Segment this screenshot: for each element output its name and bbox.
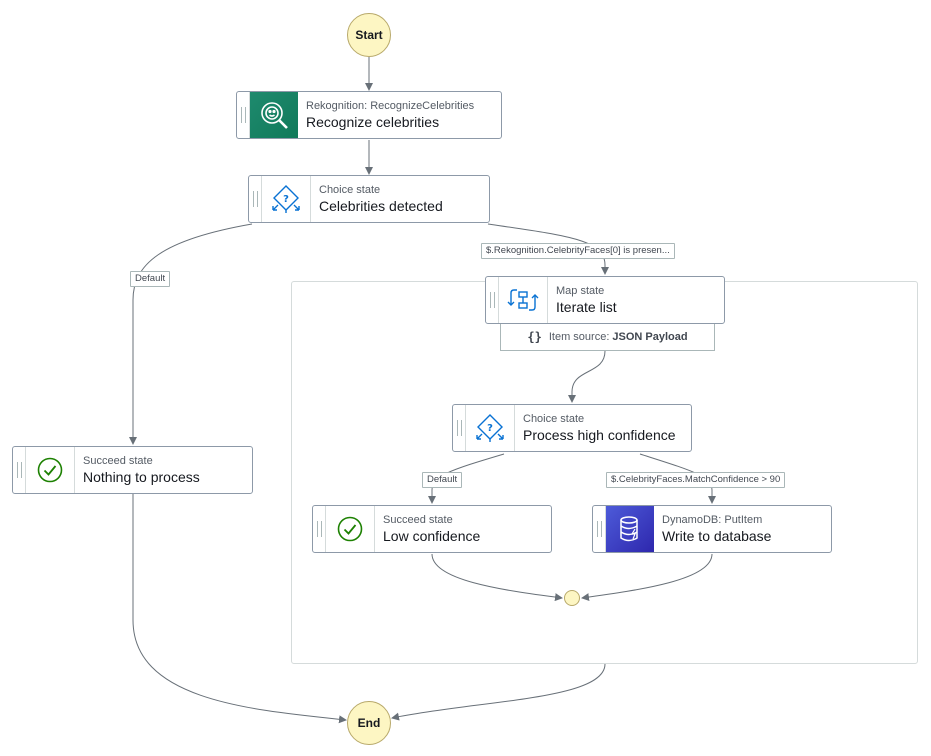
state-name: Recognize celebrities [306, 113, 440, 130]
braces-icon: {} [527, 330, 542, 344]
edge-label-default[interactable]: Default [130, 271, 171, 287]
state-celebrities-detected[interactable]: ? Choice state Celebrities detected [248, 175, 490, 223]
check-circle-icon [26, 447, 75, 493]
check-circle-icon [326, 506, 375, 552]
svg-text:?: ? [487, 423, 493, 434]
state-nothing-to-process[interactable]: Succeed state Nothing to process [12, 446, 253, 494]
state-name: Iterate list [556, 298, 617, 315]
state-iterate-list[interactable]: Map state Iterate list [485, 276, 725, 324]
edge-choice-rule [487, 223, 609, 275]
state-name: Celebrities detected [319, 197, 443, 214]
edge-map-to-choice [568, 350, 606, 403]
state-name: Nothing to process [83, 468, 200, 485]
item-source-label: Item source: [548, 331, 610, 343]
edge-choice-default [129, 223, 253, 445]
rekognition-icon [250, 92, 298, 138]
start-node[interactable]: Start [347, 13, 391, 57]
edge-write-to-join [581, 553, 713, 602]
state-type: Rekognition: RecognizeCelebrities [306, 99, 475, 112]
drag-handle[interactable] [249, 176, 262, 222]
state-type: Succeed state [83, 454, 153, 467]
state-type: Choice state [523, 412, 585, 425]
state-name: Low confidence [383, 527, 481, 544]
state-write-to-database[interactable]: DynamoDB: PutItem Write to database [592, 505, 832, 553]
map-icon [499, 277, 548, 323]
choice-icon: ? [262, 176, 311, 222]
state-type: Choice state [319, 183, 381, 196]
choice-icon: ? [466, 405, 515, 451]
state-process-high-confidence[interactable]: ? Choice state Process high confidence [452, 404, 692, 452]
drag-handle[interactable] [453, 405, 466, 451]
state-low-confidence[interactable]: Succeed state Low confidence [312, 505, 552, 553]
state-name: Process high confidence [523, 426, 676, 443]
edge-map-to-end [391, 663, 606, 721]
state-type: Map state [556, 284, 605, 297]
drag-handle[interactable] [237, 92, 250, 138]
edge-label-rule[interactable]: $.CelebrityFaces.MatchConfidence > 90 [606, 472, 786, 488]
join-node [564, 590, 580, 606]
state-type: Succeed state [383, 513, 453, 526]
end-node[interactable]: End [347, 701, 391, 745]
state-type: DynamoDB: PutItem [662, 513, 763, 526]
state-name: Write to database [662, 527, 772, 544]
svg-text:?: ? [283, 194, 289, 205]
dynamodb-icon [606, 506, 654, 552]
edge-label-default[interactable]: Default [422, 472, 463, 488]
drag-handle[interactable] [486, 277, 499, 323]
edge-low-to-join [431, 553, 563, 602]
item-source-badge[interactable]: {} Item source: JSON Payload [500, 324, 715, 351]
end-label: End [357, 716, 381, 730]
drag-handle[interactable] [593, 506, 606, 552]
drag-handle[interactable] [13, 447, 26, 493]
start-label: Start [355, 28, 383, 42]
edge-label-rule[interactable]: $.Rekognition.CelebrityFaces[0] is prese… [481, 243, 675, 259]
edge-nothing-to-end [132, 494, 347, 724]
state-recognize-celebrities[interactable]: Rekognition: RecognizeCelebrities Recogn… [236, 91, 502, 139]
item-source-value: JSON Payload [612, 331, 688, 343]
drag-handle[interactable] [313, 506, 326, 552]
